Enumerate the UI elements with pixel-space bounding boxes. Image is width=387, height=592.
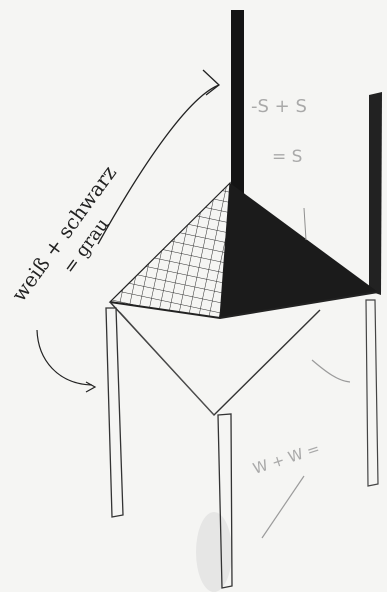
faint-right-arrow: [312, 360, 350, 382]
inverted-pyramid-inner-line: [120, 312, 214, 415]
leg-back-right: [366, 300, 378, 486]
formula-lower-right: W + W =: [251, 439, 322, 477]
right-pole-black: [369, 92, 382, 295]
leg-front-left: [106, 308, 123, 517]
lower-arrowhead: [86, 382, 95, 392]
left-pole-black: [231, 10, 244, 214]
upper-arrowhead: [203, 70, 219, 95]
smudge-shadow: [196, 512, 232, 592]
lower-formula-group: W + W =: [251, 439, 322, 477]
hatched-pyramid-face: [110, 183, 230, 318]
lower-arrow-curve: [37, 330, 92, 385]
formula-top-line-1: -S + S: [251, 96, 307, 117]
inverted-pyramid-outline: [110, 302, 320, 415]
small-downward-tick: [304, 208, 306, 240]
dark-pyramid-face: [220, 183, 378, 318]
faint-down-arrow: [262, 476, 304, 538]
formula-top-line-2: = S: [272, 147, 302, 167]
